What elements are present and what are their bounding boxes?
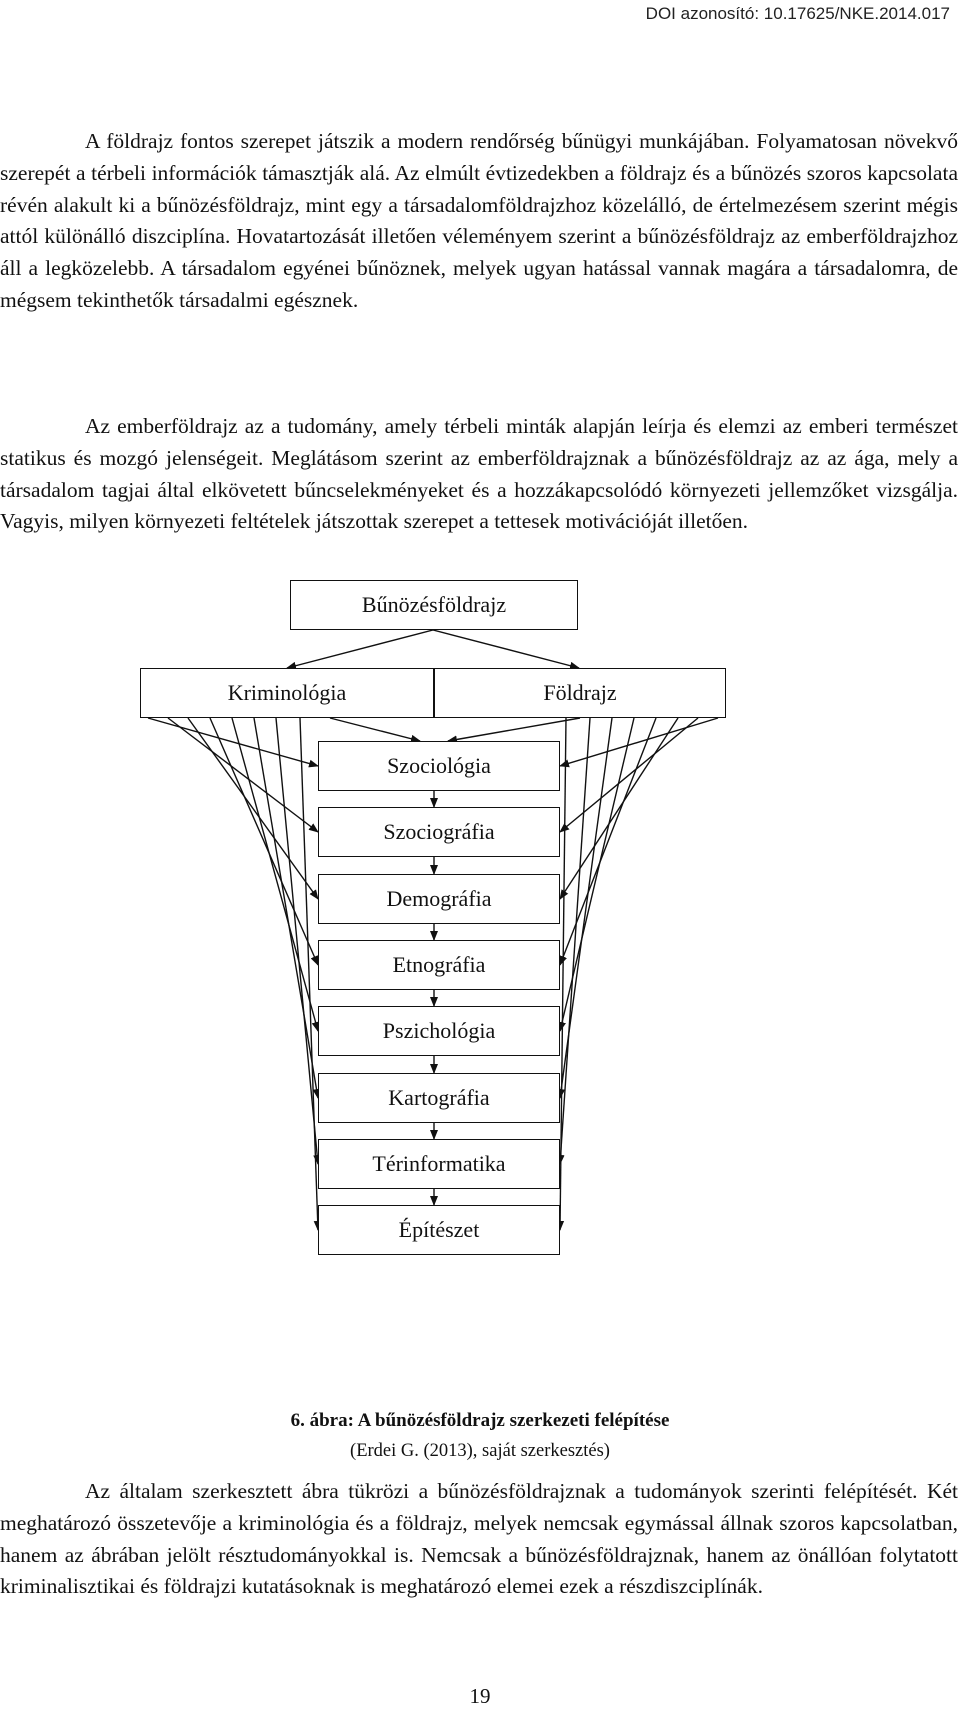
connector-left-to-stack [329, 717, 421, 743]
box-kriminologia: Kriminológia [140, 668, 434, 718]
paragraph-figure-explanation: Az általam szerkesztett ábra tükrözi a b… [0, 1479, 958, 1599]
figure-caption-source: (Erdei G. (2013), saját szerkesztés) [350, 1441, 610, 1461]
fan-right-4 [558, 717, 635, 1032]
structure-diagram: Bűnözésföldrajz Kriminológia Földrajz Sz… [0, 580, 960, 1370]
fan-left-0 [147, 717, 319, 768]
fan-left-7 [299, 717, 322, 1231]
doi-header: DOI azonosító: 10.17625/NKE.2014.017 [645, 4, 950, 23]
fan-right-1 [559, 717, 699, 833]
diagram-connectors [147, 630, 719, 1231]
fan-right-7 [556, 717, 567, 1231]
fan-left-6 [275, 717, 322, 1165]
fan-left-3 [209, 717, 319, 966]
box-foldrajz: Földrajz [434, 668, 726, 718]
box-szociografia: Szociográfia [318, 807, 560, 857]
box-epiteszet: Építészet [318, 1205, 560, 1255]
box-bunozesfoldrajz: Bűnözésföldrajz [290, 580, 578, 630]
paragraph-intro: A földrajz fontos szerepet játszik a mod… [0, 129, 958, 312]
box-kartografia: Kartográfia [318, 1073, 560, 1123]
box-pszichologia: Pszichológia [318, 1006, 560, 1056]
fan-left-2 [187, 717, 319, 900]
box-terinformatika: Térinformatika [318, 1139, 560, 1189]
fan-left-1 [167, 717, 319, 833]
box-etnografia: Etnográfia [318, 940, 560, 990]
fan-left-4 [231, 717, 320, 1032]
connector-right-to-stack [447, 717, 581, 744]
box-szociologia: Szociológia [318, 741, 560, 791]
connector-top-to-right [432, 630, 580, 670]
fan-right-6 [556, 717, 591, 1165]
fan-left-5 [253, 717, 321, 1099]
connector-top-to-left [286, 630, 434, 670]
figure-caption-title: 6. ábra: A bűnözésföldrajz szerkezeti fe… [290, 1410, 670, 1431]
fan-right-3 [559, 717, 657, 966]
fan-right-0 [559, 717, 719, 768]
box-demografia: Demográfia [318, 874, 560, 924]
fan-right-2 [559, 717, 679, 900]
page-number: 19 [469, 1684, 491, 1708]
paragraph-human-geography: Az emberföldrajz az a tudomány, amely té… [0, 414, 958, 534]
